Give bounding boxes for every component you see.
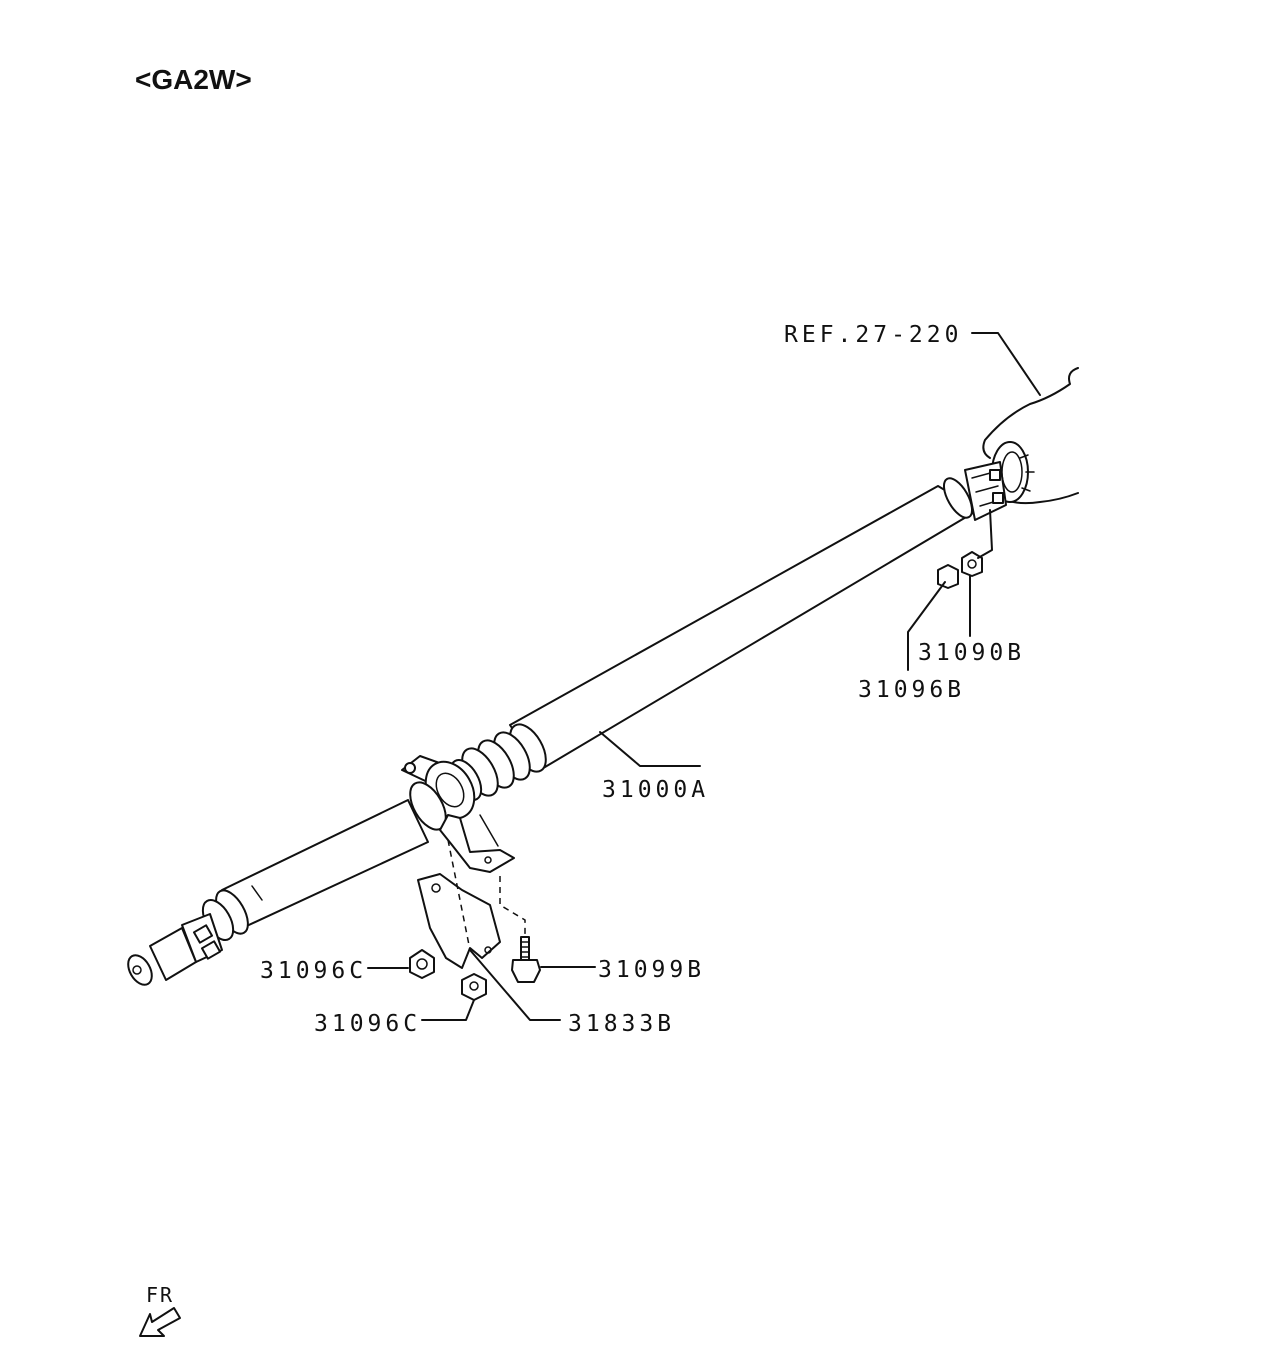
propeller-shaft xyxy=(127,461,1007,986)
label-ref-27-220: REF.27-220 xyxy=(784,322,962,348)
rear-fasteners xyxy=(907,509,993,671)
front-arrow-icon xyxy=(139,1307,181,1337)
label-31099b: 31099B xyxy=(598,957,705,983)
front-direction-indicator: FR xyxy=(139,1283,181,1337)
nut-lower-part xyxy=(421,973,487,1021)
leader-31000a xyxy=(599,731,701,767)
nut-left-part xyxy=(367,949,435,979)
center-bearing xyxy=(401,755,515,873)
label-31096c-left: 31096C xyxy=(260,958,367,984)
bolt-part xyxy=(511,936,596,983)
front-universal-joint xyxy=(127,889,249,986)
bracket-part xyxy=(417,839,526,969)
label-31000a: 31000A xyxy=(602,777,709,803)
label-31833b: 31833B xyxy=(568,1011,675,1037)
label-31090b: 31090B xyxy=(918,640,1025,666)
label-31096c-lower: 31096C xyxy=(314,1011,421,1037)
leader-31833b xyxy=(469,949,561,1021)
leader-ref xyxy=(971,332,1041,396)
diagram-title: <GA2W> xyxy=(135,64,252,95)
label-31096b: 31096B xyxy=(858,677,965,703)
direction-label: FR xyxy=(146,1283,174,1307)
